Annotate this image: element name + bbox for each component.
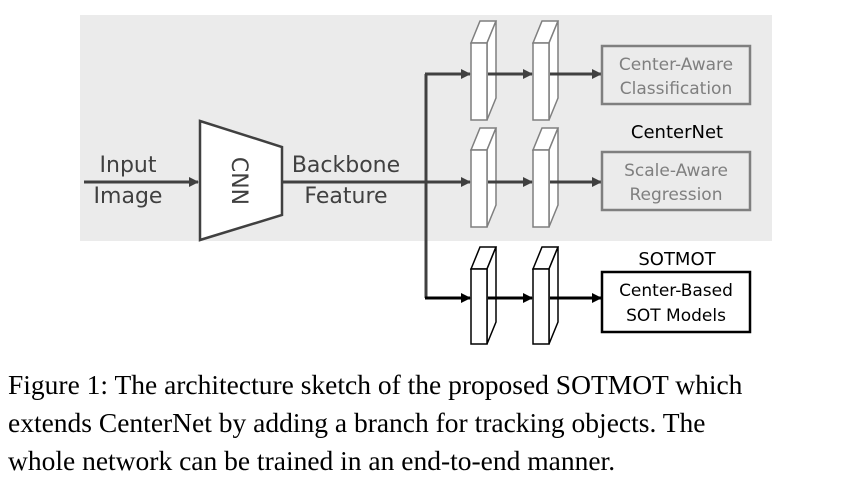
reg-head-box — [600, 150, 752, 212]
reg-layer-2 — [531, 127, 560, 228]
input-label-line1: Input — [100, 153, 157, 178]
centernet-label: CenterNet — [631, 122, 723, 143]
architecture-diagram: Input Image CNN Backbone Feature Center-… — [80, 15, 772, 345]
cls-head-line2: Classification — [620, 79, 732, 99]
sot-layer-1 — [469, 246, 498, 345]
sot-head-line2: SOT Models — [626, 306, 726, 326]
reg-layer-1 — [469, 127, 498, 228]
sot-head-line1: Center-Based — [619, 281, 733, 301]
feature-label-line2: Feature — [304, 184, 387, 209]
caption-line-3: whole network can be trained in an end-t… — [8, 445, 616, 476]
cnn-block — [198, 119, 284, 242]
cls-layer-1 — [469, 20, 498, 121]
figure-caption: Figure 1: The architecture sketch of the… — [8, 366, 846, 480]
cls-layer-2 — [531, 20, 560, 121]
cls-head-box — [600, 44, 752, 106]
input-label-line2: Image — [94, 184, 163, 209]
sotmot-label: SOTMOT — [638, 249, 716, 270]
cls-head-line1: Center-Aware — [619, 55, 733, 75]
cnn-label: CNN — [226, 157, 251, 205]
caption-line-1: Figure 1: The architecture sketch of the… — [8, 369, 743, 400]
feature-label-line1: Backbone — [292, 153, 400, 178]
sot-layer-2 — [531, 246, 560, 345]
caption-line-2: extends CenterNet by adding a branch for… — [8, 407, 706, 438]
reg-head-line1: Scale-Aware — [624, 161, 728, 181]
reg-head-line2: Regression — [630, 185, 723, 205]
sot-head-box — [600, 270, 752, 334]
